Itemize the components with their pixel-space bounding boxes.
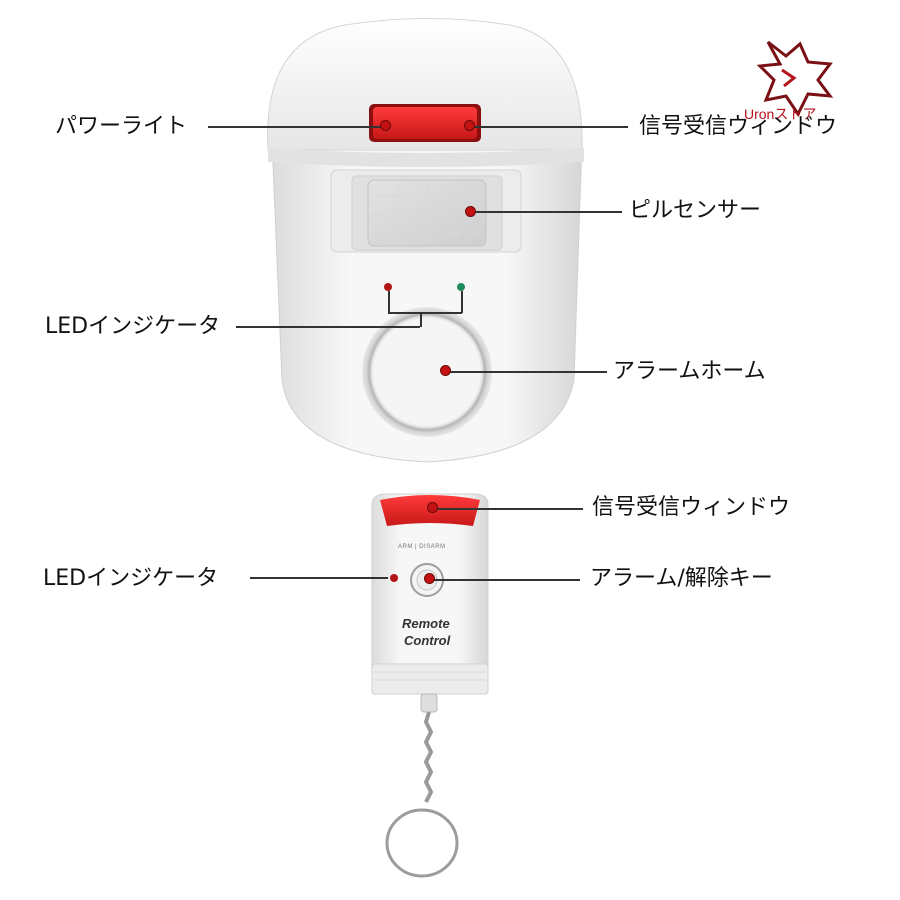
leader-led-indicator-remote — [250, 577, 388, 579]
marker-power-light — [380, 120, 391, 131]
remote-control — [371, 493, 489, 878]
label-arm-disarm-key: アラーム/解除キー — [590, 566, 773, 591]
marker-arm-disarm-key — [424, 573, 435, 584]
store-logo-text: Uronストア — [744, 106, 817, 122]
label-power-light: パワーライト — [55, 114, 188, 139]
leader-power-light — [208, 126, 386, 128]
label-led-indicator-main: LEDインジケータ — [45, 314, 221, 339]
marker-alarm-horn — [440, 365, 451, 376]
leader-led-stem — [420, 312, 422, 327]
label-led-indicator-remote: LEDインジケータ — [43, 566, 219, 591]
marker-signal-window-remote — [427, 502, 438, 513]
leader-led-right — [461, 291, 463, 313]
label-signal-window-main: 信号受信ウィンドウ — [639, 114, 838, 139]
label-alarm-horn: アラームホーム — [613, 359, 766, 384]
remote-button-caption: ARM | DISARM — [398, 544, 446, 550]
remote-text-line1: Remote — [402, 616, 450, 631]
marker-signal-window-main — [464, 120, 475, 131]
leader-led-left — [388, 291, 390, 313]
leader-led-bridge — [388, 312, 462, 314]
label-pir-sensor: ピルセンサー — [629, 198, 762, 223]
remote-text-line2: Control — [404, 633, 451, 648]
leader-arm-disarm-key — [430, 579, 580, 581]
marker-pir-sensor — [465, 206, 476, 217]
leader-alarm-horn — [447, 371, 607, 373]
leader-signal-window-remote — [433, 508, 583, 510]
leader-signal-window-main — [470, 126, 628, 128]
leader-led-indicator-main — [236, 326, 420, 328]
leader-pir-sensor — [472, 211, 622, 213]
label-signal-window-remote: 信号受信ウィンドウ — [592, 495, 791, 520]
main-alarm-unit — [267, 18, 584, 463]
wolf-logo-icon — [756, 40, 834, 117]
